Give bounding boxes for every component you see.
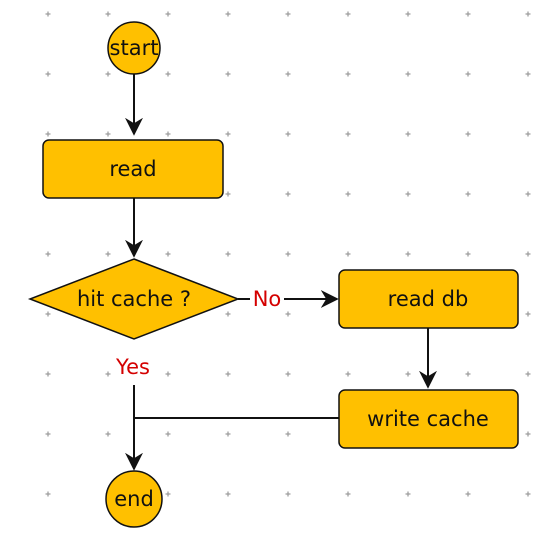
- grid-dot: [407, 71, 409, 77]
- grid-dot: [227, 491, 229, 497]
- grid-dot: [467, 191, 469, 197]
- grid-dot: [407, 491, 409, 497]
- grid-dot: [287, 191, 289, 197]
- grid-dot: [47, 371, 49, 377]
- grid-dot: [287, 131, 289, 137]
- grid-dot: [347, 11, 349, 17]
- grid-dot: [47, 71, 49, 77]
- grid-dot: [287, 491, 289, 497]
- grid-dot: [107, 11, 109, 17]
- grid-dot: [227, 131, 229, 137]
- grid-dot: [527, 311, 529, 317]
- grid-dot: [407, 131, 409, 137]
- node-write-cache-shape: [338, 389, 519, 449]
- grid-dot: [167, 131, 169, 137]
- grid-dot: [347, 131, 349, 137]
- grid-dot: [527, 11, 529, 17]
- edge-label-yes: Yes: [115, 355, 150, 379]
- grid-dot: [167, 71, 169, 77]
- node-start-label: start: [110, 36, 159, 60]
- grid-dot: [467, 11, 469, 17]
- grid-dot: [287, 71, 289, 77]
- grid-dot: [107, 431, 109, 437]
- grid-dot: [227, 251, 229, 257]
- grid-dot: [47, 131, 49, 137]
- node-decision-label: hit cache ?: [77, 287, 191, 311]
- grid-dot: [47, 311, 49, 317]
- grid-dot: [347, 251, 349, 257]
- node-end[interactable]: end: [105, 470, 163, 528]
- grid-dot: [107, 131, 109, 137]
- node-end-shape: [105, 470, 163, 528]
- grid-dot: [527, 491, 529, 497]
- grid-dot: [347, 491, 349, 497]
- grid-dot: [227, 431, 229, 437]
- node-read-label: read: [109, 157, 156, 181]
- node-read-db-label: read db: [388, 287, 469, 311]
- grid-dot: [47, 431, 49, 437]
- grid-dot: [527, 131, 529, 137]
- node-write-cache-label: write cache: [367, 407, 489, 431]
- node-end-label: end: [114, 487, 154, 511]
- grid-dot: [527, 371, 529, 377]
- grid-dot: [47, 251, 49, 257]
- grid-dot: [227, 191, 229, 197]
- grid-dot: [527, 251, 529, 257]
- grid-dot: [107, 251, 109, 257]
- node-decision-shape: [27, 258, 241, 340]
- grid-dot: [107, 371, 109, 377]
- grid-dot: [227, 371, 229, 377]
- edge-label-no: No: [253, 287, 282, 311]
- grid-dot: [347, 71, 349, 77]
- edges: [125, 74, 437, 471]
- grid-dot: [347, 371, 349, 377]
- node-read[interactable]: read: [42, 139, 224, 199]
- grid-dot: [287, 431, 289, 437]
- grid-dot: [467, 371, 469, 377]
- node-read-db-shape: [338, 269, 519, 329]
- node-start-shape: [107, 21, 161, 75]
- grid-dot: [407, 11, 409, 17]
- nodes: start read hit cache ? read db write cac…: [27, 21, 519, 528]
- grid-dot: [47, 11, 49, 17]
- grid-dot: [527, 431, 529, 437]
- grid-dot: [407, 371, 409, 377]
- grid-dot: [527, 191, 529, 197]
- grid-dot: [467, 491, 469, 497]
- node-write-cache[interactable]: write cache: [338, 389, 519, 449]
- edge-labels: No Yes: [115, 287, 281, 379]
- grid-dot: [227, 11, 229, 17]
- grid-dot: [527, 71, 529, 77]
- grid-dot: [47, 491, 49, 497]
- node-read-db[interactable]: read db: [338, 269, 519, 329]
- grid-dot: [467, 251, 469, 257]
- grid-dot: [287, 311, 289, 317]
- grid-dot: [167, 491, 169, 497]
- grid-dot: [287, 11, 289, 17]
- grid-dot: [107, 71, 109, 77]
- grid-dot: [287, 251, 289, 257]
- grid-dot: [407, 251, 409, 257]
- grid-dot: [167, 251, 169, 257]
- grid-dot: [467, 131, 469, 137]
- grid-dot: [227, 311, 229, 317]
- node-start[interactable]: start: [107, 21, 161, 75]
- grid-dot: [167, 431, 169, 437]
- grid-dot: [227, 71, 229, 77]
- grid-dot: [467, 71, 469, 77]
- grid-dot: [407, 191, 409, 197]
- grid-dot: [167, 371, 169, 377]
- node-decision[interactable]: hit cache ?: [27, 258, 241, 340]
- grid-dot: [347, 191, 349, 197]
- grid-dot: [287, 371, 289, 377]
- grid-dot: [167, 11, 169, 17]
- node-read-shape: [42, 139, 224, 199]
